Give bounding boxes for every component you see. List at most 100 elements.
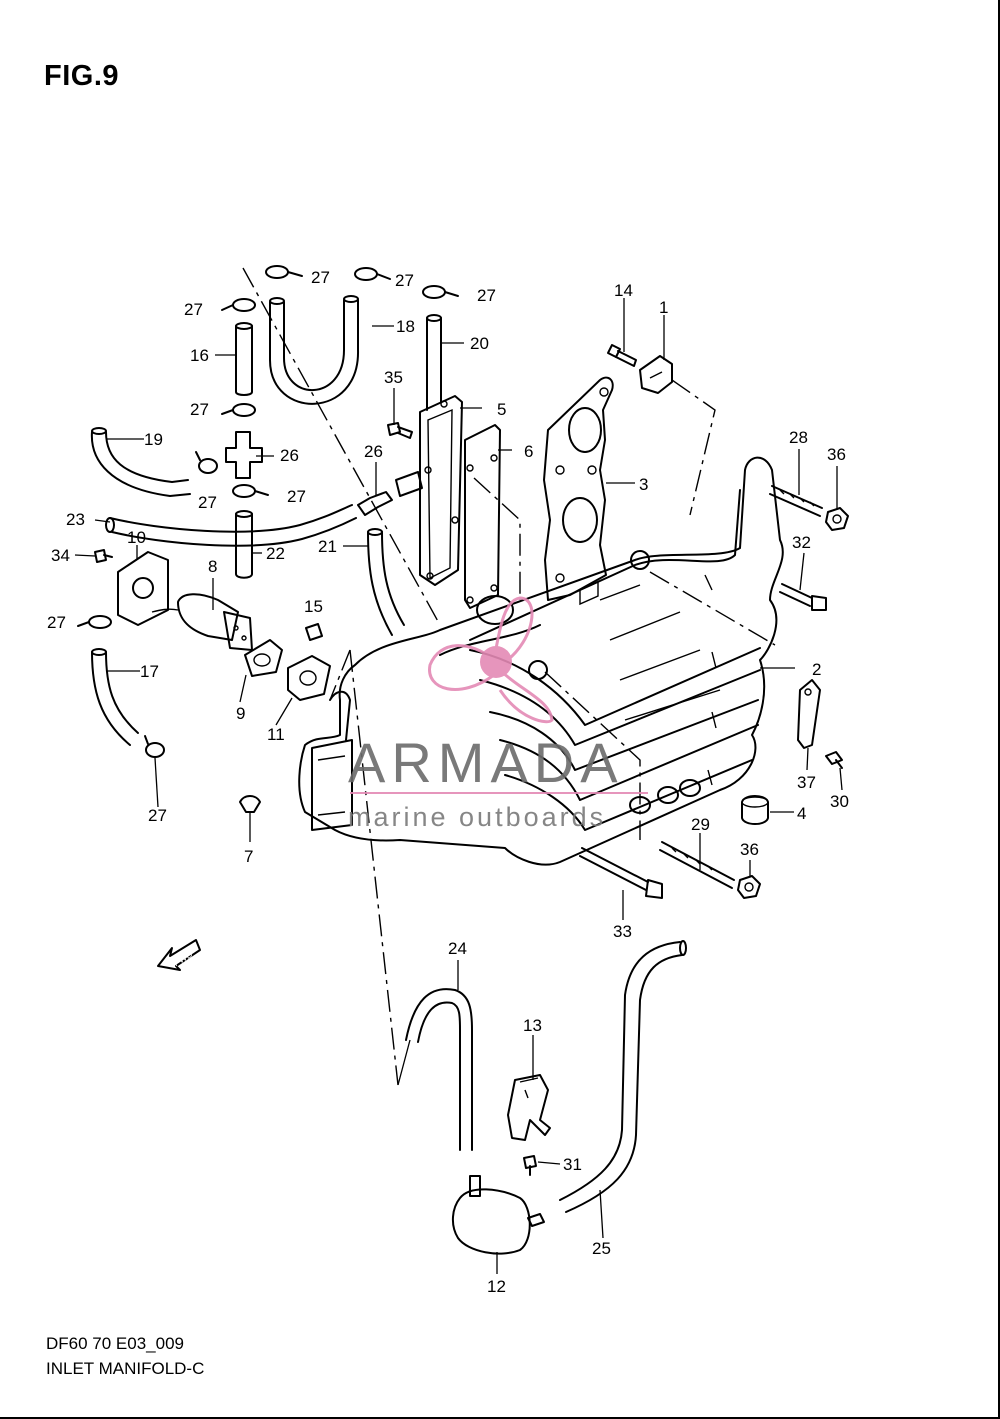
part-37-bracket bbox=[797, 679, 821, 749]
part-26-fitting-right bbox=[357, 471, 423, 516]
clamp-27-c bbox=[422, 285, 459, 299]
part-34-bolt bbox=[94, 549, 113, 563]
part-20-hose bbox=[426, 314, 442, 411]
callout-11: 11 bbox=[267, 725, 285, 744]
part-4-cap bbox=[741, 795, 769, 825]
callout-20: 20 bbox=[470, 334, 489, 353]
part-22-hose bbox=[235, 510, 253, 579]
callout-18: 18 bbox=[396, 317, 415, 336]
part-36-nut-b bbox=[737, 875, 761, 899]
callout-25: 25 bbox=[592, 1239, 611, 1258]
callout-33: 33 bbox=[613, 922, 632, 941]
part-9-gasket bbox=[244, 639, 283, 677]
fwd-direction-arrow-icon: FWD bbox=[157, 939, 201, 971]
inlet-manifold-body bbox=[298, 456, 784, 866]
callout-14: 14 bbox=[614, 281, 633, 300]
propeller-logo-icon bbox=[428, 596, 554, 724]
part-26-t-fitting bbox=[225, 431, 263, 479]
clamp-27-f bbox=[195, 451, 218, 474]
part-36-nut-a bbox=[825, 507, 849, 531]
callout-27-g: 27 bbox=[287, 487, 306, 506]
watermark-tagline: marine outboards bbox=[348, 802, 606, 832]
callout-2: 2 bbox=[812, 660, 821, 679]
clamp-27-b bbox=[354, 267, 391, 281]
callout-27-a: 27 bbox=[311, 268, 330, 287]
callout-36-a: 36 bbox=[827, 445, 846, 464]
callout-35: 35 bbox=[384, 368, 403, 387]
part-3-gasket bbox=[543, 376, 614, 601]
part-10-bracket bbox=[117, 551, 169, 626]
callout-27-i: 27 bbox=[148, 806, 167, 825]
callout-7: 7 bbox=[244, 847, 253, 866]
callout-27-d: 27 bbox=[184, 300, 203, 319]
part-35-bolt bbox=[387, 422, 413, 439]
callout-17: 17 bbox=[140, 662, 159, 681]
callout-23: 23 bbox=[66, 510, 85, 529]
part-19-hose bbox=[90, 427, 191, 497]
watermark-brand: ARMADA bbox=[348, 731, 624, 794]
callout-22: 22 bbox=[266, 544, 285, 563]
part-13-clip bbox=[507, 1074, 551, 1141]
clamp-27-h bbox=[77, 615, 112, 629]
callout-3: 3 bbox=[639, 475, 648, 494]
part-29-stud bbox=[659, 841, 735, 889]
figure-title: FIG.9 bbox=[44, 60, 120, 92]
callout-12: 12 bbox=[487, 1277, 506, 1296]
part-33-bolt bbox=[579, 847, 663, 899]
part-32-bolt bbox=[779, 583, 827, 611]
callout-24: 24 bbox=[448, 939, 467, 958]
callout-19: 19 bbox=[144, 430, 163, 449]
clamp-27-i bbox=[144, 735, 165, 758]
assembly-leaders bbox=[242, 267, 776, 1086]
callout-27-b: 27 bbox=[395, 271, 414, 290]
part-28-stud bbox=[769, 485, 823, 517]
part-17-hose bbox=[91, 648, 139, 746]
part-12-filter bbox=[452, 1175, 545, 1255]
callout-10: 10 bbox=[127, 528, 146, 547]
callout-13: 13 bbox=[523, 1016, 542, 1035]
callout-27-e: 27 bbox=[190, 400, 209, 419]
callout-32: 32 bbox=[792, 533, 811, 552]
part-14-bolt bbox=[607, 344, 637, 367]
callout-30: 30 bbox=[830, 792, 849, 811]
callout-15: 15 bbox=[304, 597, 323, 616]
part-7-plug bbox=[239, 795, 261, 813]
part-23-hose bbox=[105, 504, 357, 547]
part-30-bolt bbox=[825, 751, 843, 769]
callout-5: 5 bbox=[497, 400, 506, 419]
armada-watermark-logo: ARMADA marine outboards bbox=[348, 596, 648, 832]
callout-6: 6 bbox=[524, 442, 533, 461]
callout-leaders bbox=[74, 298, 843, 1274]
watermark-divider bbox=[350, 792, 648, 794]
callout-27-h: 27 bbox=[47, 613, 66, 632]
part-24-pipe bbox=[405, 988, 473, 1151]
callout-29: 29 bbox=[691, 815, 710, 834]
fwd-label: FWD bbox=[172, 949, 195, 969]
part-6-gasket-plate bbox=[464, 424, 501, 609]
part-31-bolt bbox=[523, 1155, 537, 1176]
propeller-hub-icon bbox=[480, 646, 512, 678]
part-1-block bbox=[639, 355, 673, 394]
diagram-name: INLET MANIFOLD-C bbox=[46, 1359, 205, 1378]
clamp-27-g bbox=[232, 484, 269, 498]
callout-labels: 1 2 3 4 5 6 7 8 9 10 11 12 13 14 15 16 1… bbox=[47, 268, 849, 1296]
callout-21: 21 bbox=[318, 537, 337, 556]
callout-26-b: 26 bbox=[364, 442, 383, 461]
callout-36-b: 36 bbox=[740, 840, 759, 859]
callout-31: 31 bbox=[563, 1155, 582, 1174]
callout-16: 16 bbox=[190, 346, 209, 365]
clamp-27-d bbox=[221, 298, 256, 312]
callout-27-c: 27 bbox=[477, 286, 496, 305]
part-5-cover bbox=[419, 395, 463, 586]
callout-34: 34 bbox=[51, 546, 70, 565]
callout-9: 9 bbox=[236, 704, 245, 723]
callout-8: 8 bbox=[208, 557, 217, 576]
part-11-flange bbox=[287, 655, 331, 701]
callout-28: 28 bbox=[789, 428, 808, 447]
callout-4: 4 bbox=[797, 804, 806, 823]
callout-26-a: 26 bbox=[280, 446, 299, 465]
callout-1: 1 bbox=[659, 298, 668, 317]
hose-clamps bbox=[77, 265, 459, 758]
